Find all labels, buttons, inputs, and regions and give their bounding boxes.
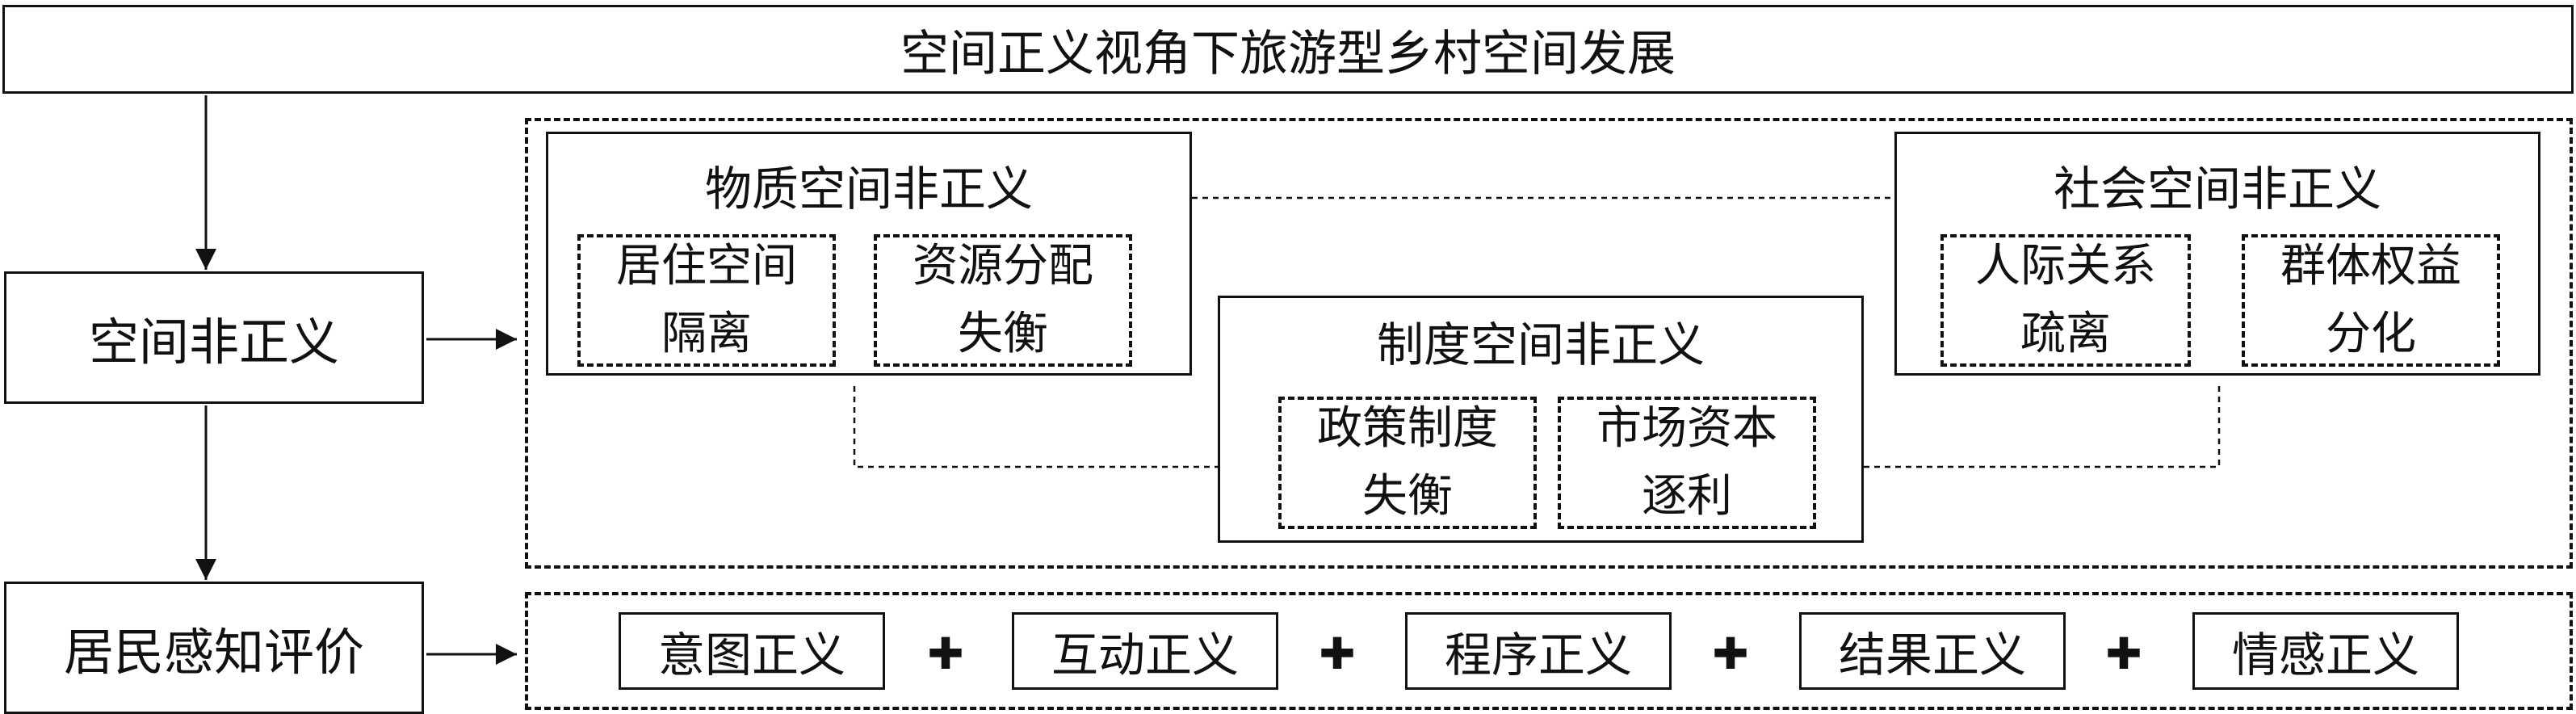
material-item-residential: 居住空间 隔离 [577, 234, 836, 367]
social-item-relations: 人际关系 疏离 [1940, 234, 2191, 367]
justice-emotion-label: 情感正义 [2231, 628, 2419, 682]
item-line: 分化 [2326, 308, 2416, 360]
justice-intent-label: 意图正义 [657, 628, 845, 682]
item-line: 疏离 [2020, 308, 2111, 360]
social-title: 社会空间非正义 [2053, 162, 2381, 216]
evaluation-box: 居民感知评价 [4, 582, 424, 714]
evaluation-label: 居民感知评价 [63, 623, 364, 682]
injustice-box: 空间非正义 [4, 271, 424, 404]
material-box: 物质空间非正义 居住空间 隔离 资源分配 失衡 [546, 132, 1192, 376]
item-line: 居住空间 [616, 240, 797, 292]
justice-procedure-box: 程序正义 [1405, 612, 1672, 690]
item-line: 失衡 [958, 308, 1048, 360]
institutional-title: 制度空间非正义 [1376, 317, 1705, 372]
social-item-rights: 群体权益 分化 [2242, 234, 2500, 367]
justice-intent-box: 意图正义 [619, 612, 885, 690]
item-line: 逐利 [1642, 470, 1732, 523]
material-title: 物质空间非正义 [704, 162, 1033, 216]
item-line: 人际关系 [1975, 240, 2156, 292]
plus-icon: ✚ [1319, 628, 1356, 679]
justice-interaction-label: 互动正义 [1051, 628, 1239, 682]
material-item-resource: 资源分配 失衡 [874, 234, 1132, 367]
justice-group-frame [525, 592, 2573, 710]
item-line: 群体权益 [2280, 240, 2461, 292]
justice-interaction-box: 互动正义 [1012, 612, 1278, 690]
justice-outcome-box: 结果正义 [1799, 612, 2066, 690]
item-line: 市场资本 [1596, 402, 1777, 455]
item-line: 隔离 [661, 308, 752, 360]
plus-icon: ✚ [2105, 628, 2142, 679]
injustice-group-frame [525, 118, 2573, 569]
link-institutional-social [1864, 386, 2221, 468]
justice-procedure-label: 程序正义 [1444, 628, 1632, 682]
item-line: 失衡 [1362, 470, 1453, 523]
plus-icon: ✚ [1712, 628, 1749, 679]
social-box: 社会空间非正义 人际关系 疏离 群体权益 分化 [1894, 132, 2540, 376]
institutional-box: 制度空间非正义 政策制度 失衡 市场资本 逐利 [1218, 296, 1864, 543]
injustice-label: 空间非正义 [88, 313, 339, 372]
item-line: 资源分配 [913, 240, 1093, 292]
title-text: 空间正义视角下旅游型乡村空间发展 [900, 25, 1676, 82]
institutional-item-capital: 市场资本 逐利 [1558, 397, 1816, 529]
plus-icon: ✚ [927, 628, 964, 679]
justice-emotion-box: 情感正义 [2192, 612, 2459, 690]
justice-outcome-label: 结果正义 [1838, 628, 2026, 682]
title-box: 空间正义视角下旅游型乡村空间发展 [2, 5, 2574, 94]
institutional-item-policy: 政策制度 失衡 [1278, 397, 1537, 529]
item-line: 政策制度 [1317, 402, 1498, 455]
